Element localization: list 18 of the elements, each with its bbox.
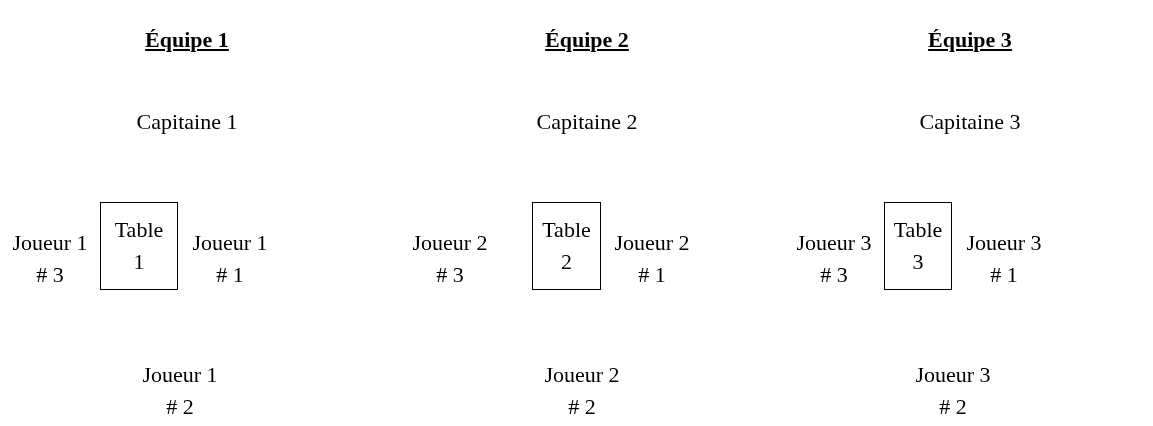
table-label: Table 2 <box>541 216 592 276</box>
captain-label: Capitaine 2 <box>535 108 639 136</box>
player-label: Joueur 2 # 3 <box>411 229 489 289</box>
player-label: Joueur 3 # 2 <box>914 361 992 421</box>
table-label: Table 1 <box>113 216 165 276</box>
captain-label: Capitaine 3 <box>918 108 1022 136</box>
team-heading: Équipe 1 <box>144 26 230 54</box>
table-label: Table 3 <box>892 216 944 276</box>
player-label: Joueur 3 # 3 <box>795 229 873 289</box>
player-label: Joueur 1 # 2 <box>141 361 219 421</box>
player-label: Joueur 3 # 1 <box>965 229 1043 289</box>
player-label: Joueur 1 # 1 <box>191 229 269 289</box>
team-heading: Équipe 3 <box>927 26 1013 54</box>
team-heading: Équipe 2 <box>544 26 630 54</box>
captain-label: Capitaine 1 <box>135 108 239 136</box>
player-label: Joueur 2 # 1 <box>613 229 691 289</box>
player-label: Joueur 2 # 2 <box>543 361 621 421</box>
player-label: Joueur 1 # 3 <box>11 229 89 289</box>
